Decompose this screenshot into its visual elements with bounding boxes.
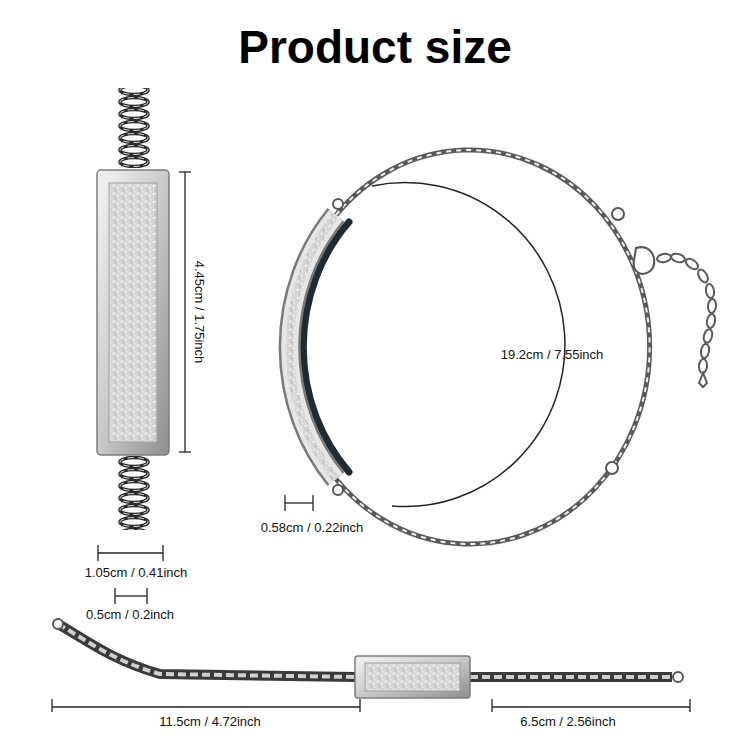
glitter-face: [109, 183, 157, 442]
dimension-label: 0.58cm / 0.22inch: [261, 521, 364, 536]
ring: [333, 485, 343, 495]
chain-twist: [58, 624, 356, 677]
tick: [284, 495, 285, 511]
tick: [146, 588, 147, 604]
glitter-face: [365, 663, 460, 691]
tick: [359, 699, 360, 712]
chain: [117, 456, 151, 530]
extension-chain: [656, 252, 716, 387]
tick: [312, 495, 313, 511]
ring: [612, 208, 624, 220]
tick: [51, 699, 52, 712]
tick: [114, 588, 115, 604]
dimension-label: 6.5cm / 2.56inch: [520, 715, 615, 730]
chain: [470, 672, 672, 682]
chain: [336, 150, 650, 544]
ring: [673, 672, 683, 682]
watch-case: [355, 656, 470, 698]
dimension-label: 11.5cm / 4.72inch: [159, 715, 261, 730]
dimension-label: 19.2cm / 7.55inch: [501, 348, 604, 363]
title: Product size: [238, 21, 512, 74]
chain-twist: [336, 150, 650, 544]
chain: [58, 624, 356, 677]
dimension-lines: [285, 495, 313, 511]
dimension-line: [184, 172, 185, 452]
dimension-lines: [98, 172, 191, 604]
dimension-label: 0.5cm / 0.2inch: [86, 608, 174, 623]
side-view: [290, 150, 717, 544]
dimension-label: 1.05cm / 0.41inch: [85, 566, 188, 581]
ring: [53, 619, 63, 629]
dimension-label: 4.45cm / 1.75inch: [192, 261, 207, 364]
glitter-face: [290, 215, 336, 479]
dimension-line: [98, 552, 163, 553]
tick: [689, 699, 690, 712]
dimension-line: [52, 706, 360, 707]
watch-case: [290, 215, 336, 479]
lobster-clasp: [634, 247, 655, 274]
dimension-line: [285, 502, 313, 503]
watch-case: [97, 170, 169, 455]
ring: [606, 462, 618, 474]
flat-view: [53, 619, 683, 698]
tick: [162, 545, 163, 561]
chain: [117, 88, 151, 168]
tick: [179, 451, 191, 452]
watch-case: [290, 215, 336, 479]
chain-twist: [470, 675, 672, 679]
dimension-line: [115, 595, 147, 596]
tick: [97, 545, 98, 561]
front-view: [97, 88, 169, 530]
circumference-arc: [372, 183, 565, 507]
dimension-line: [492, 706, 690, 707]
dimension-lines: [52, 699, 690, 712]
tick: [179, 171, 191, 172]
tick: [491, 699, 492, 712]
ring: [333, 199, 343, 209]
